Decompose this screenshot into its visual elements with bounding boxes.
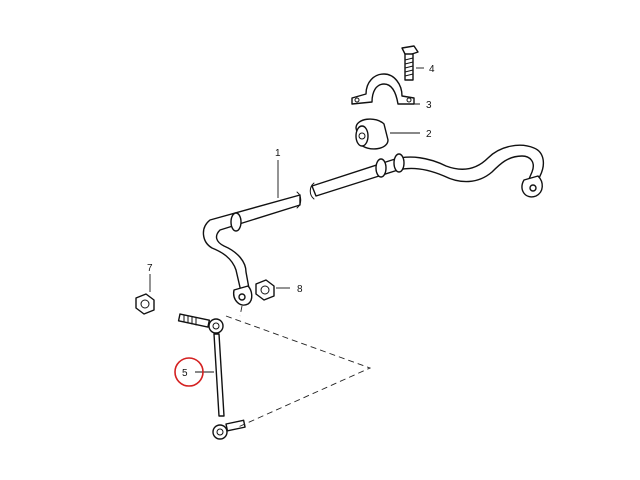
callout-7[interactable]: 7 [147,263,153,274]
callout-5[interactable]: 5 [182,368,188,379]
rubber-bushing[interactable] [355,118,389,150]
stabilizer-bar[interactable] [202,144,545,306]
link-nut[interactable] [255,279,275,301]
clamp-bolt[interactable] [401,45,419,81]
callout-labels: 1 2 3 4 5 7 8 [147,64,435,379]
callout-8[interactable]: 8 [297,284,303,295]
lock-nut[interactable] [135,293,155,315]
stabilizer-link[interactable] [177,313,246,440]
assembly-lines [225,305,372,429]
highlight-ring [174,357,204,387]
callout-3[interactable]: 3 [426,100,432,111]
callout-4[interactable]: 4 [429,64,435,75]
callout-2[interactable]: 2 [426,129,432,140]
callout-1[interactable]: 1 [275,148,281,159]
leader-lines [149,67,424,373]
